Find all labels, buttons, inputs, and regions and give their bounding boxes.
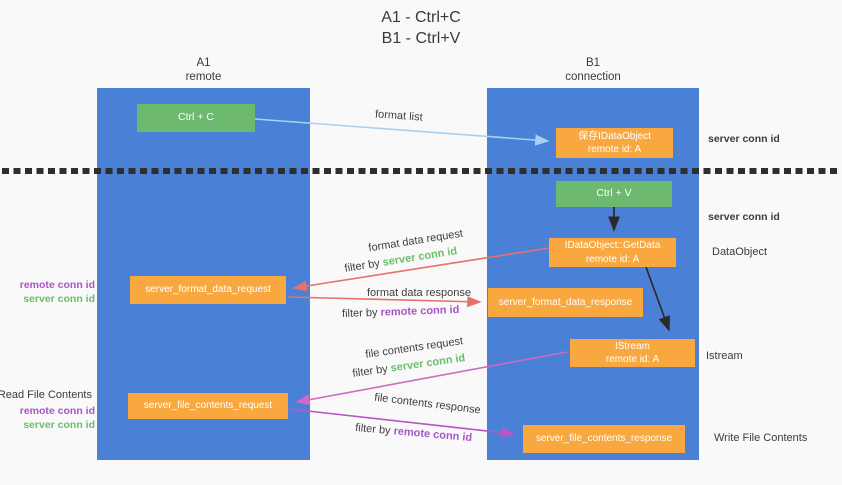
server-conn-id-label-mid: server conn id (708, 211, 780, 223)
server-file-contents-request-label: server_file_contents_request (143, 400, 273, 412)
dataobject-label: DataObject (712, 246, 768, 258)
column-b-header: B1 connection (487, 56, 699, 85)
file-contents-response-label: file contents response (373, 391, 482, 417)
save-idataobject-box: 保存IDataObject remote id: A (556, 128, 673, 158)
phase-separator-dashed-line (2, 168, 840, 174)
server-format-data-request-box: server_format_data_request (130, 276, 286, 304)
column-a-header: A1 remote (97, 56, 310, 85)
idataobject-getdata-box: IDataObject::GetData remote id: A (549, 238, 676, 267)
server-conn-id-label: server conn id (23, 293, 95, 306)
format-data-request-filter-label: filter by server conn id (344, 245, 458, 275)
left-conn-id-group-format: remote conn id server conn id (20, 278, 95, 306)
ctrl-v-label: Ctrl + V (596, 187, 632, 200)
remote-conn-id-label: remote conn id (19, 405, 95, 417)
remote-conn-id-text: remote conn id (393, 425, 473, 445)
server-format-data-response-box: server_format_data_response (488, 288, 643, 317)
filter-by-text: filter by (343, 256, 384, 275)
title-line-1: A1 - Ctrl+C (381, 9, 461, 26)
server-file-contents-response-label: server_file_contents_response (535, 433, 673, 445)
file-contents-response-filter-label: filter by remote conn id (355, 422, 473, 444)
remote-conn-id-label: remote conn id (19, 279, 95, 291)
istream-box: IStream remote id: A (570, 339, 695, 367)
server-format-data-response-label: server_format_data_response (498, 296, 633, 308)
istream-line1: IStream (614, 340, 650, 352)
filter-by-text: filter by (354, 421, 395, 438)
filter-by-text: filter by (351, 362, 392, 380)
ctrl-c-box: Ctrl + C (137, 104, 255, 132)
save-idataobject-line1: 保存IDataObject (578, 130, 651, 142)
format-data-response-filter-label: filter by remote conn id (342, 304, 460, 320)
server-file-contents-response-box: server_file_contents_response (523, 425, 685, 453)
write-file-contents-label: Write File Contents (714, 432, 808, 444)
server-format-data-request-label: server_format_data_request (145, 284, 271, 296)
ctrl-c-label: Ctrl + C (178, 111, 214, 124)
column-b-id: B1 (585, 57, 601, 69)
istream-line2: remote id: A (605, 354, 660, 365)
istream-side-label: Istream (706, 350, 743, 362)
column-a-id: A1 (196, 57, 211, 69)
save-idataobject-line2: remote id: A (587, 144, 642, 155)
remote-conn-id-text: remote conn id (380, 303, 460, 319)
format-list-label: format list (374, 108, 424, 124)
server-conn-id-label-top: server conn id (708, 133, 780, 145)
ctrl-v-box: Ctrl + V (556, 181, 672, 207)
getdata-line1: IDataObject::GetData (564, 240, 661, 252)
server-file-contents-request-box: server_file_contents_request (128, 393, 288, 419)
column-b-role: connection (565, 71, 621, 84)
left-conn-id-group-file: remote conn id server conn id (20, 404, 95, 432)
format-data-response-label: format data response (367, 287, 471, 299)
title-line-2: B1 - Ctrl+V (381, 29, 461, 47)
getdata-line2: remote id: A (585, 253, 640, 265)
diagram-title: A1 - Ctrl+C B1 - Ctrl+V (0, 8, 842, 50)
column-a-role: remote (185, 71, 222, 84)
server-conn-id-label: server conn id (23, 419, 95, 432)
read-file-contents-label: Read File Contents (0, 389, 92, 401)
filter-by-text: filter by (341, 306, 381, 321)
